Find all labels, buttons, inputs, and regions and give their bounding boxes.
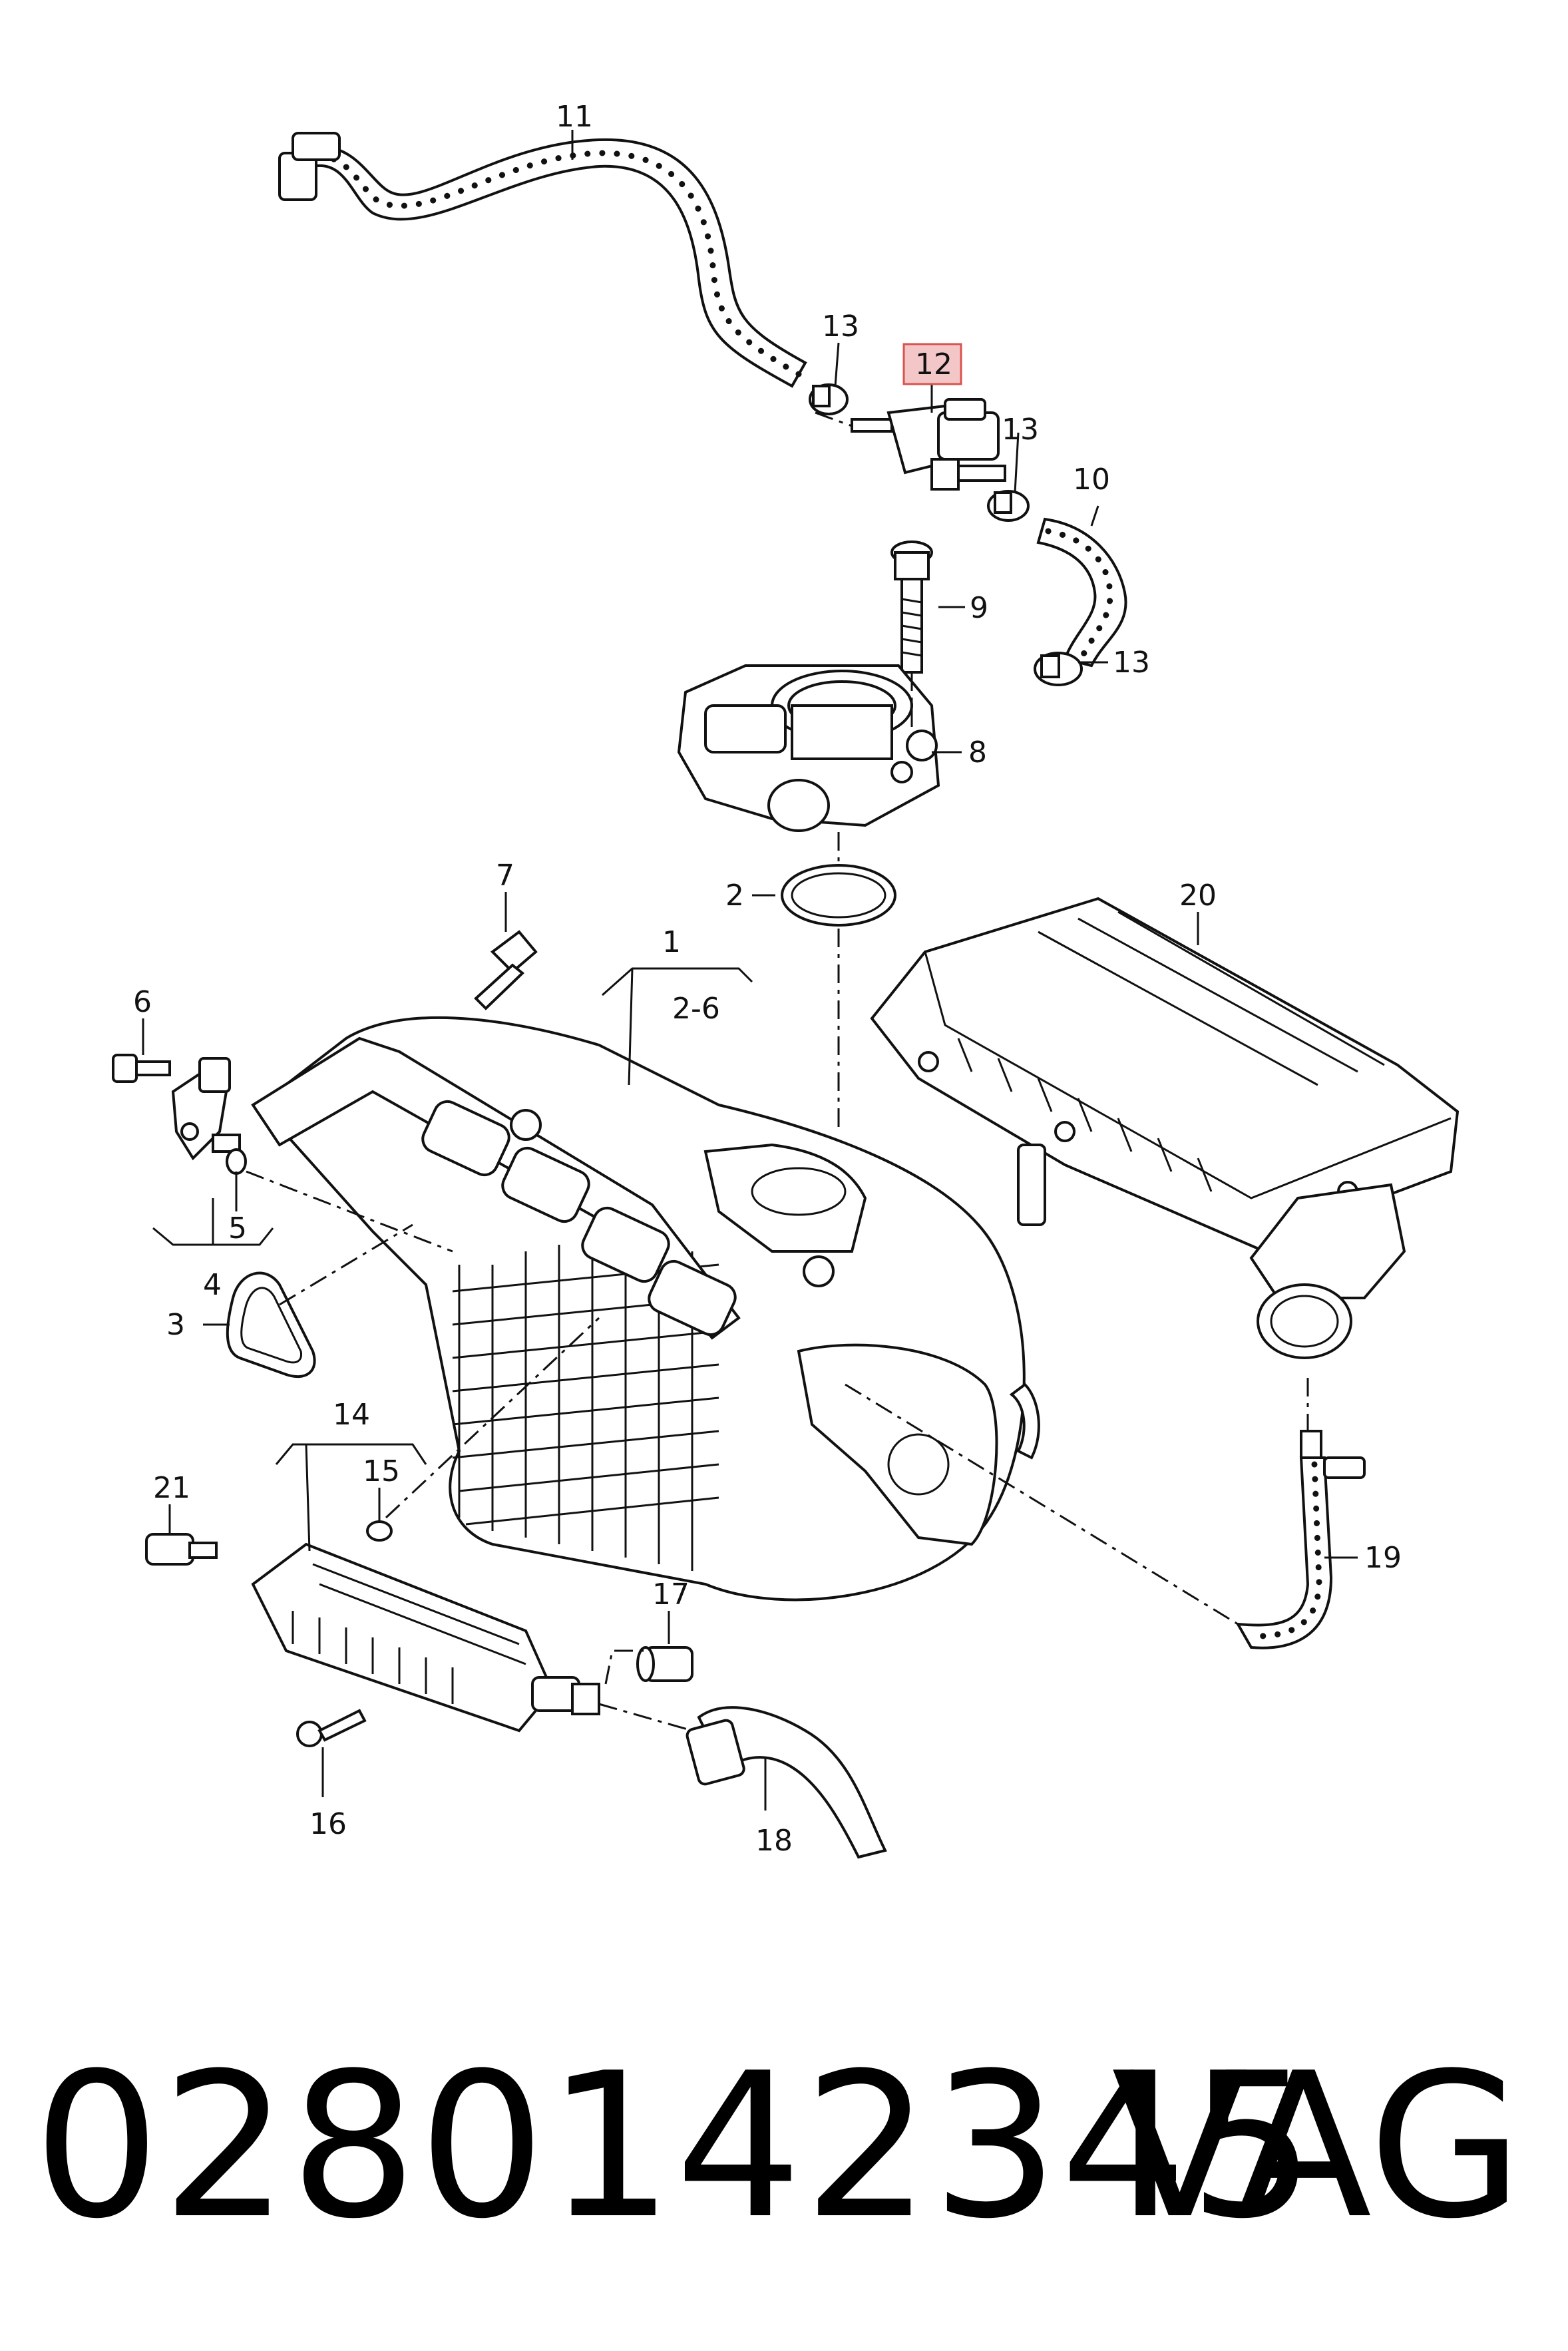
screw-16	[296, 1709, 367, 1747]
gasket-2	[781, 864, 896, 927]
callout-13-bottom: 13	[1113, 646, 1150, 680]
callout-5: 5	[228, 1211, 247, 1245]
callout-20: 20	[1179, 879, 1217, 913]
callout-6: 6	[133, 985, 152, 1019]
callout-1: 1	[662, 925, 681, 959]
callout-21: 21	[153, 1471, 190, 1505]
callout-4: 4	[203, 1268, 222, 1302]
callout-8: 8	[968, 736, 987, 769]
callout-14: 14	[333, 1398, 370, 1432]
callout-13-top: 13	[822, 310, 859, 343]
exploded-parts-diagram: 11 13 12 13 10 9 13 8 2 7 1 2-6 20 6 5 4…	[112, 100, 1460, 1859]
intake-manifold-1	[251, 1016, 1040, 1602]
callout-19: 19	[1364, 1541, 1402, 1575]
callout-10: 10	[1073, 463, 1110, 497]
component-14	[251, 1542, 600, 1733]
hose-11	[278, 132, 807, 388]
callout-18: 18	[755, 1824, 793, 1858]
screw-6	[112, 1054, 171, 1083]
footer: 0280142345 VAG	[0, 2024, 1568, 2263]
callout-16: 16	[309, 1807, 347, 1841]
callout-12: 12	[915, 347, 952, 381]
sleeve-17	[636, 1646, 693, 1682]
air-filter-housing-20	[870, 897, 1460, 1359]
part-number: 0280142345	[33, 2030, 1317, 2262]
hose-clamp-13-middle	[987, 490, 1030, 522]
sensor-4	[171, 1057, 241, 1161]
hose-clamp-13-top	[809, 383, 849, 415]
callout-11: 11	[556, 100, 593, 134]
callout-2: 2	[725, 879, 744, 913]
pipe-21	[145, 1533, 218, 1566]
callout-12-highlight	[902, 343, 962, 385]
callout-3: 3	[166, 1308, 185, 1342]
brand-name: VAG	[1111, 2030, 1523, 2262]
hose-10	[1036, 517, 1127, 668]
o-ring-15	[366, 1520, 393, 1542]
callout-13-middle: 13	[1002, 413, 1039, 447]
hose-clamp-13-bottom	[1034, 652, 1083, 686]
o-ring-5	[226, 1148, 247, 1175]
callout-17: 17	[652, 1578, 689, 1611]
callout-1-range: 2-6	[672, 992, 720, 1026]
breather-pipe-19	[1235, 1430, 1366, 1649]
screw-7	[474, 930, 538, 1010]
leader-lines	[142, 130, 1358, 1811]
callout-9: 9	[970, 591, 988, 625]
hose-18	[686, 1706, 887, 1859]
callout-labels: 11 13 12 13 10 9 13 8 2 7 1 2-6 20 6 5 4…	[133, 100, 1402, 1858]
callout-15: 15	[363, 1454, 400, 1488]
alignment-lines	[246, 411, 1309, 1732]
callout-7: 7	[496, 859, 514, 893]
throttle-body-8	[677, 664, 940, 832]
gasket-3	[226, 1271, 316, 1379]
bolt-9	[890, 540, 933, 674]
valve-12	[851, 398, 1006, 491]
